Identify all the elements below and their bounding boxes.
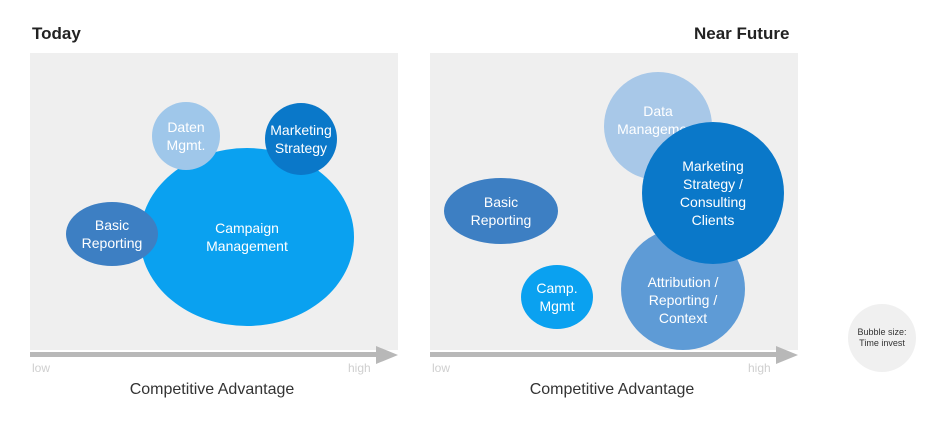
- near-future-axis-title: Competitive Advantage: [529, 381, 695, 398]
- today-axis-low-label: low: [32, 361, 51, 375]
- today-axis-title: Competitive Advantage: [129, 381, 295, 398]
- near-future-x-axis: [430, 352, 782, 357]
- bubble-marketing-strategy-consulting: Marketing Strategy / Consulting Clients: [642, 122, 784, 264]
- near-future-axis-high-label: high: [748, 361, 771, 375]
- today-axis-arrow-icon: [376, 346, 398, 364]
- bubble-marketing-strategy: Marketing Strategy: [265, 103, 337, 175]
- near-future-title: Near Future: [694, 24, 790, 43]
- bubble-basic-reporting-future: Basic Reporting: [444, 178, 558, 244]
- today-title: Today: [32, 24, 81, 43]
- today-axis-high-label: high: [348, 361, 371, 375]
- bubble-campaign-management: Campaign Management: [140, 148, 354, 326]
- bubble-basic-reporting: Basic Reporting: [66, 202, 158, 266]
- bubble-size-legend: Bubble size: Time invest: [848, 304, 916, 372]
- bubble-daten-mgmt: Daten Mgmt.: [152, 102, 220, 170]
- bubble-camp-mgmt: Camp. Mgmt: [521, 265, 593, 329]
- near-future-axis-arrow-icon: [776, 346, 798, 364]
- near-future-axis-low-label: low: [432, 361, 451, 375]
- today-x-axis: [30, 352, 382, 357]
